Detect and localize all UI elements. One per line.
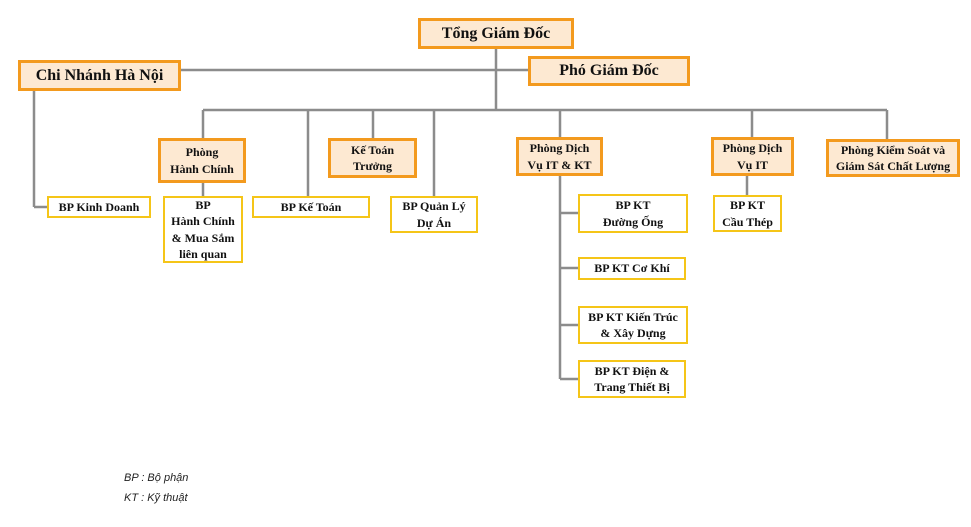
node-deputy-label: Phó Giám Đốc [559,62,659,80]
node-mechanical-label: BP KT Cơ Khí [594,261,670,276]
node-sales-label: BP Kinh Doanh [58,199,140,214]
node-electrical-label: BP KT Điện & Trang Thiết Bị [594,363,670,394]
node-admin-purchasing: BP Hành Chính & Mua Sắm liên quan [163,196,243,263]
node-steel-bridge-label: BP KT Cầu Thép [722,198,773,229]
node-architecture-label: BP KT Kiến Trúc & Xây Dựng [588,309,678,340]
node-architecture: BP KT Kiến Trúc & Xây Dựng [578,306,688,344]
node-it-dept-label: Phòng Dịch Vụ IT [722,141,783,172]
node-branch-label: Chi Nhánh Hà Nội [35,66,164,84]
node-branch: Chi Nhánh Hà Nội [18,60,181,91]
node-admin-purchasing-label: BP Hành Chính & Mua Sắm liên quan [171,198,235,261]
node-chief-accountant-label: Kế Toán Trưởng [350,142,395,173]
node-it-tech-dept: Phòng Dịch Vụ IT & KT [516,137,603,176]
node-sales: BP Kinh Doanh [47,196,151,218]
legend-kt: KT : Kỹ thuật [124,492,188,504]
node-project-mgmt: BP Quản Lý Dự Án [390,196,478,233]
node-it-dept: Phòng Dịch Vụ IT [711,137,794,176]
node-ceo-label: Tổng Giám Đốc [441,24,551,42]
legend-bp: BP : Bộ phận [124,472,189,484]
node-it-tech-dept-label: Phòng Dịch Vụ IT & KT [527,141,592,172]
node-steel-bridge: BP KT Cầu Thép [713,195,782,232]
node-admin-dept-label: Phòng Hành Chính [170,145,234,176]
node-qa-dept: Phòng Kiểm Soát và Giám Sát Chất Lượng [826,139,960,177]
node-pipeline: BP KT Đường Ống [578,194,688,233]
node-accounting: BP Kế Toán [252,196,370,218]
node-pipeline-label: BP KT Đường Ống [602,198,664,229]
node-qa-dept-label: Phòng Kiểm Soát và Giám Sát Chất Lượng [835,142,951,173]
node-project-mgmt-label: BP Quản Lý Dự Án [402,199,466,230]
node-electrical: BP KT Điện & Trang Thiết Bị [578,360,686,398]
node-accounting-label: BP Kế Toán [280,199,342,214]
node-admin-dept: Phòng Hành Chính [158,138,246,183]
node-chief-accountant: Kế Toán Trưởng [328,138,417,178]
node-deputy: Phó Giám Đốc [528,56,690,86]
node-ceo: Tổng Giám Đốc [418,18,574,49]
node-mechanical: BP KT Cơ Khí [578,257,686,280]
